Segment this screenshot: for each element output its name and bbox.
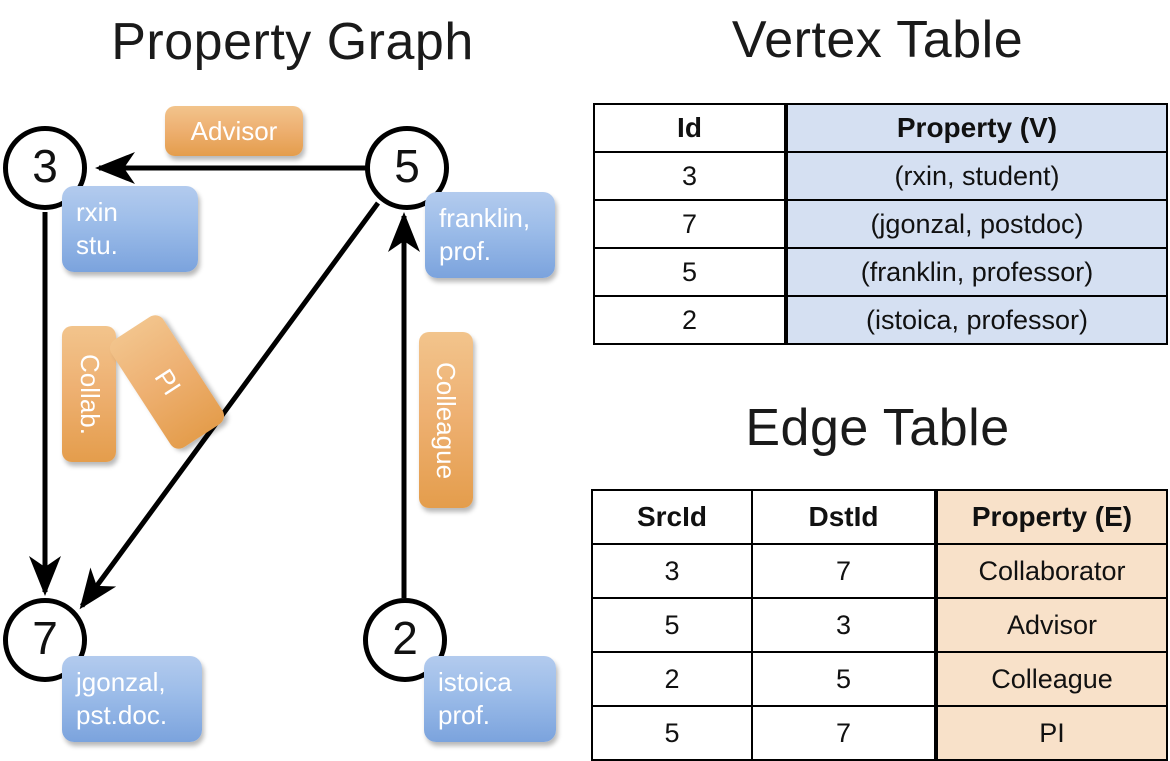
edge-cell-srcid: 2 <box>591 651 753 707</box>
edge-cell-property: Advisor <box>934 597 1168 653</box>
page-title-vertex-table: Vertex Table <box>731 11 1024 69</box>
edge-table-header-dstid: DstId <box>751 489 937 545</box>
edge-label-colleague-text: Colleague <box>431 361 462 479</box>
page-title-edge-table: Edge Table <box>745 399 1010 457</box>
graph-node-5-label: 5 <box>394 140 420 192</box>
vertex-cell-property: (jgonzal, postdoc) <box>784 199 1168 249</box>
graph-node-3-label: 3 <box>32 140 58 192</box>
vertex-cell-id: 7 <box>593 199 787 249</box>
graph-node-2[interactable]: 2 <box>363 598 447 682</box>
callout-5-line1: franklin, <box>439 203 531 233</box>
vertex-table-header-property: Property (V) <box>784 103 1168 153</box>
edge-label-colleague[interactable]: Colleague <box>419 332 473 508</box>
edge-cell-dstid: 3 <box>751 597 937 653</box>
edge-label-collab-text: Collab. <box>74 353 105 435</box>
node-property-callout-2[interactable]: istoica prof. <box>424 656 556 742</box>
vertex-cell-property: (franklin, professor) <box>784 247 1168 297</box>
callout-2-line2: prof. <box>438 699 491 730</box>
edge-cell-srcid: 5 <box>591 705 753 761</box>
edge-cell-dstid: 5 <box>751 651 937 707</box>
table-row[interactable]: 3 (rxin, student) <box>593 151 1168 201</box>
vertex-table-header-id: Id <box>593 103 787 153</box>
table-row[interactable]: 3 7 Collaborator <box>591 543 1168 599</box>
vertex-table-header-row: Id Property (V) <box>593 103 1168 153</box>
edge-5-to-7 <box>79 201 381 610</box>
edge-table: SrcId DstId Property (E) 3 7 Collaborato… <box>591 489 1168 761</box>
vertex-cell-id: 3 <box>593 151 787 201</box>
callout-5-line2: prof. <box>439 235 492 266</box>
graph-node-5[interactable]: 5 <box>365 126 449 210</box>
table-row[interactable]: 5 3 Advisor <box>591 597 1168 653</box>
property-graph-diagram: 3 5 7 2 rxin stu. franklin, prof. jgonza… <box>0 0 585 760</box>
table-row[interactable]: 5 (franklin, professor) <box>593 247 1168 297</box>
edge-label-collab[interactable]: Collab. <box>62 326 116 462</box>
vertex-cell-property: (rxin, student) <box>784 151 1168 201</box>
node-property-callout-3[interactable]: rxin stu. <box>62 186 198 272</box>
edge-label-advisor-text: Advisor <box>190 115 278 146</box>
vertex-cell-id: 5 <box>593 247 787 297</box>
edge-label-advisor[interactable]: Advisor <box>165 106 303 156</box>
page-title-property-graph: Property Graph <box>111 13 474 71</box>
graph-node-7-label: 7 <box>32 612 58 664</box>
vertex-cell-property: (istoica, professor) <box>784 295 1168 345</box>
edge-cell-property: Collaborator <box>934 543 1168 599</box>
callout-7-line2: pst.doc. <box>76 699 168 730</box>
table-row[interactable]: 5 7 PI <box>591 705 1168 761</box>
graph-node-2-label: 2 <box>392 612 418 664</box>
edge-table-header-property: Property (E) <box>934 489 1168 545</box>
node-property-callout-7[interactable]: jgonzal, pst.doc. <box>62 656 202 742</box>
edge-cell-dstid: 7 <box>751 543 937 599</box>
edge-table-header-srcid: SrcId <box>591 489 753 545</box>
edge-cell-srcid: 3 <box>591 543 753 599</box>
node-property-callout-5[interactable]: franklin, prof. <box>425 192 555 278</box>
table-row[interactable]: 2 (istoica, professor) <box>593 295 1168 345</box>
callout-3-line2: stu. <box>76 229 118 260</box>
edge-cell-property: Colleague <box>934 651 1168 707</box>
vertex-cell-id: 2 <box>593 295 787 345</box>
callout-2-line1: istoica <box>438 667 512 697</box>
edge-cell-srcid: 5 <box>591 597 753 653</box>
vertex-table: Id Property (V) 3 (rxin, student) 7 (jgo… <box>593 103 1168 345</box>
callout-3-line1: rxin <box>76 197 118 227</box>
edge-table-header-row: SrcId DstId Property (E) <box>591 489 1168 545</box>
table-row[interactable]: 2 5 Colleague <box>591 651 1168 707</box>
graph-edge-lines <box>29 152 420 610</box>
edge-label-pi-text: PI <box>148 363 187 401</box>
callout-7-line1: jgonzal, <box>76 667 166 697</box>
edge-cell-property: PI <box>934 705 1168 761</box>
edge-cell-dstid: 7 <box>751 705 937 761</box>
table-row[interactable]: 7 (jgonzal, postdoc) <box>593 199 1168 249</box>
